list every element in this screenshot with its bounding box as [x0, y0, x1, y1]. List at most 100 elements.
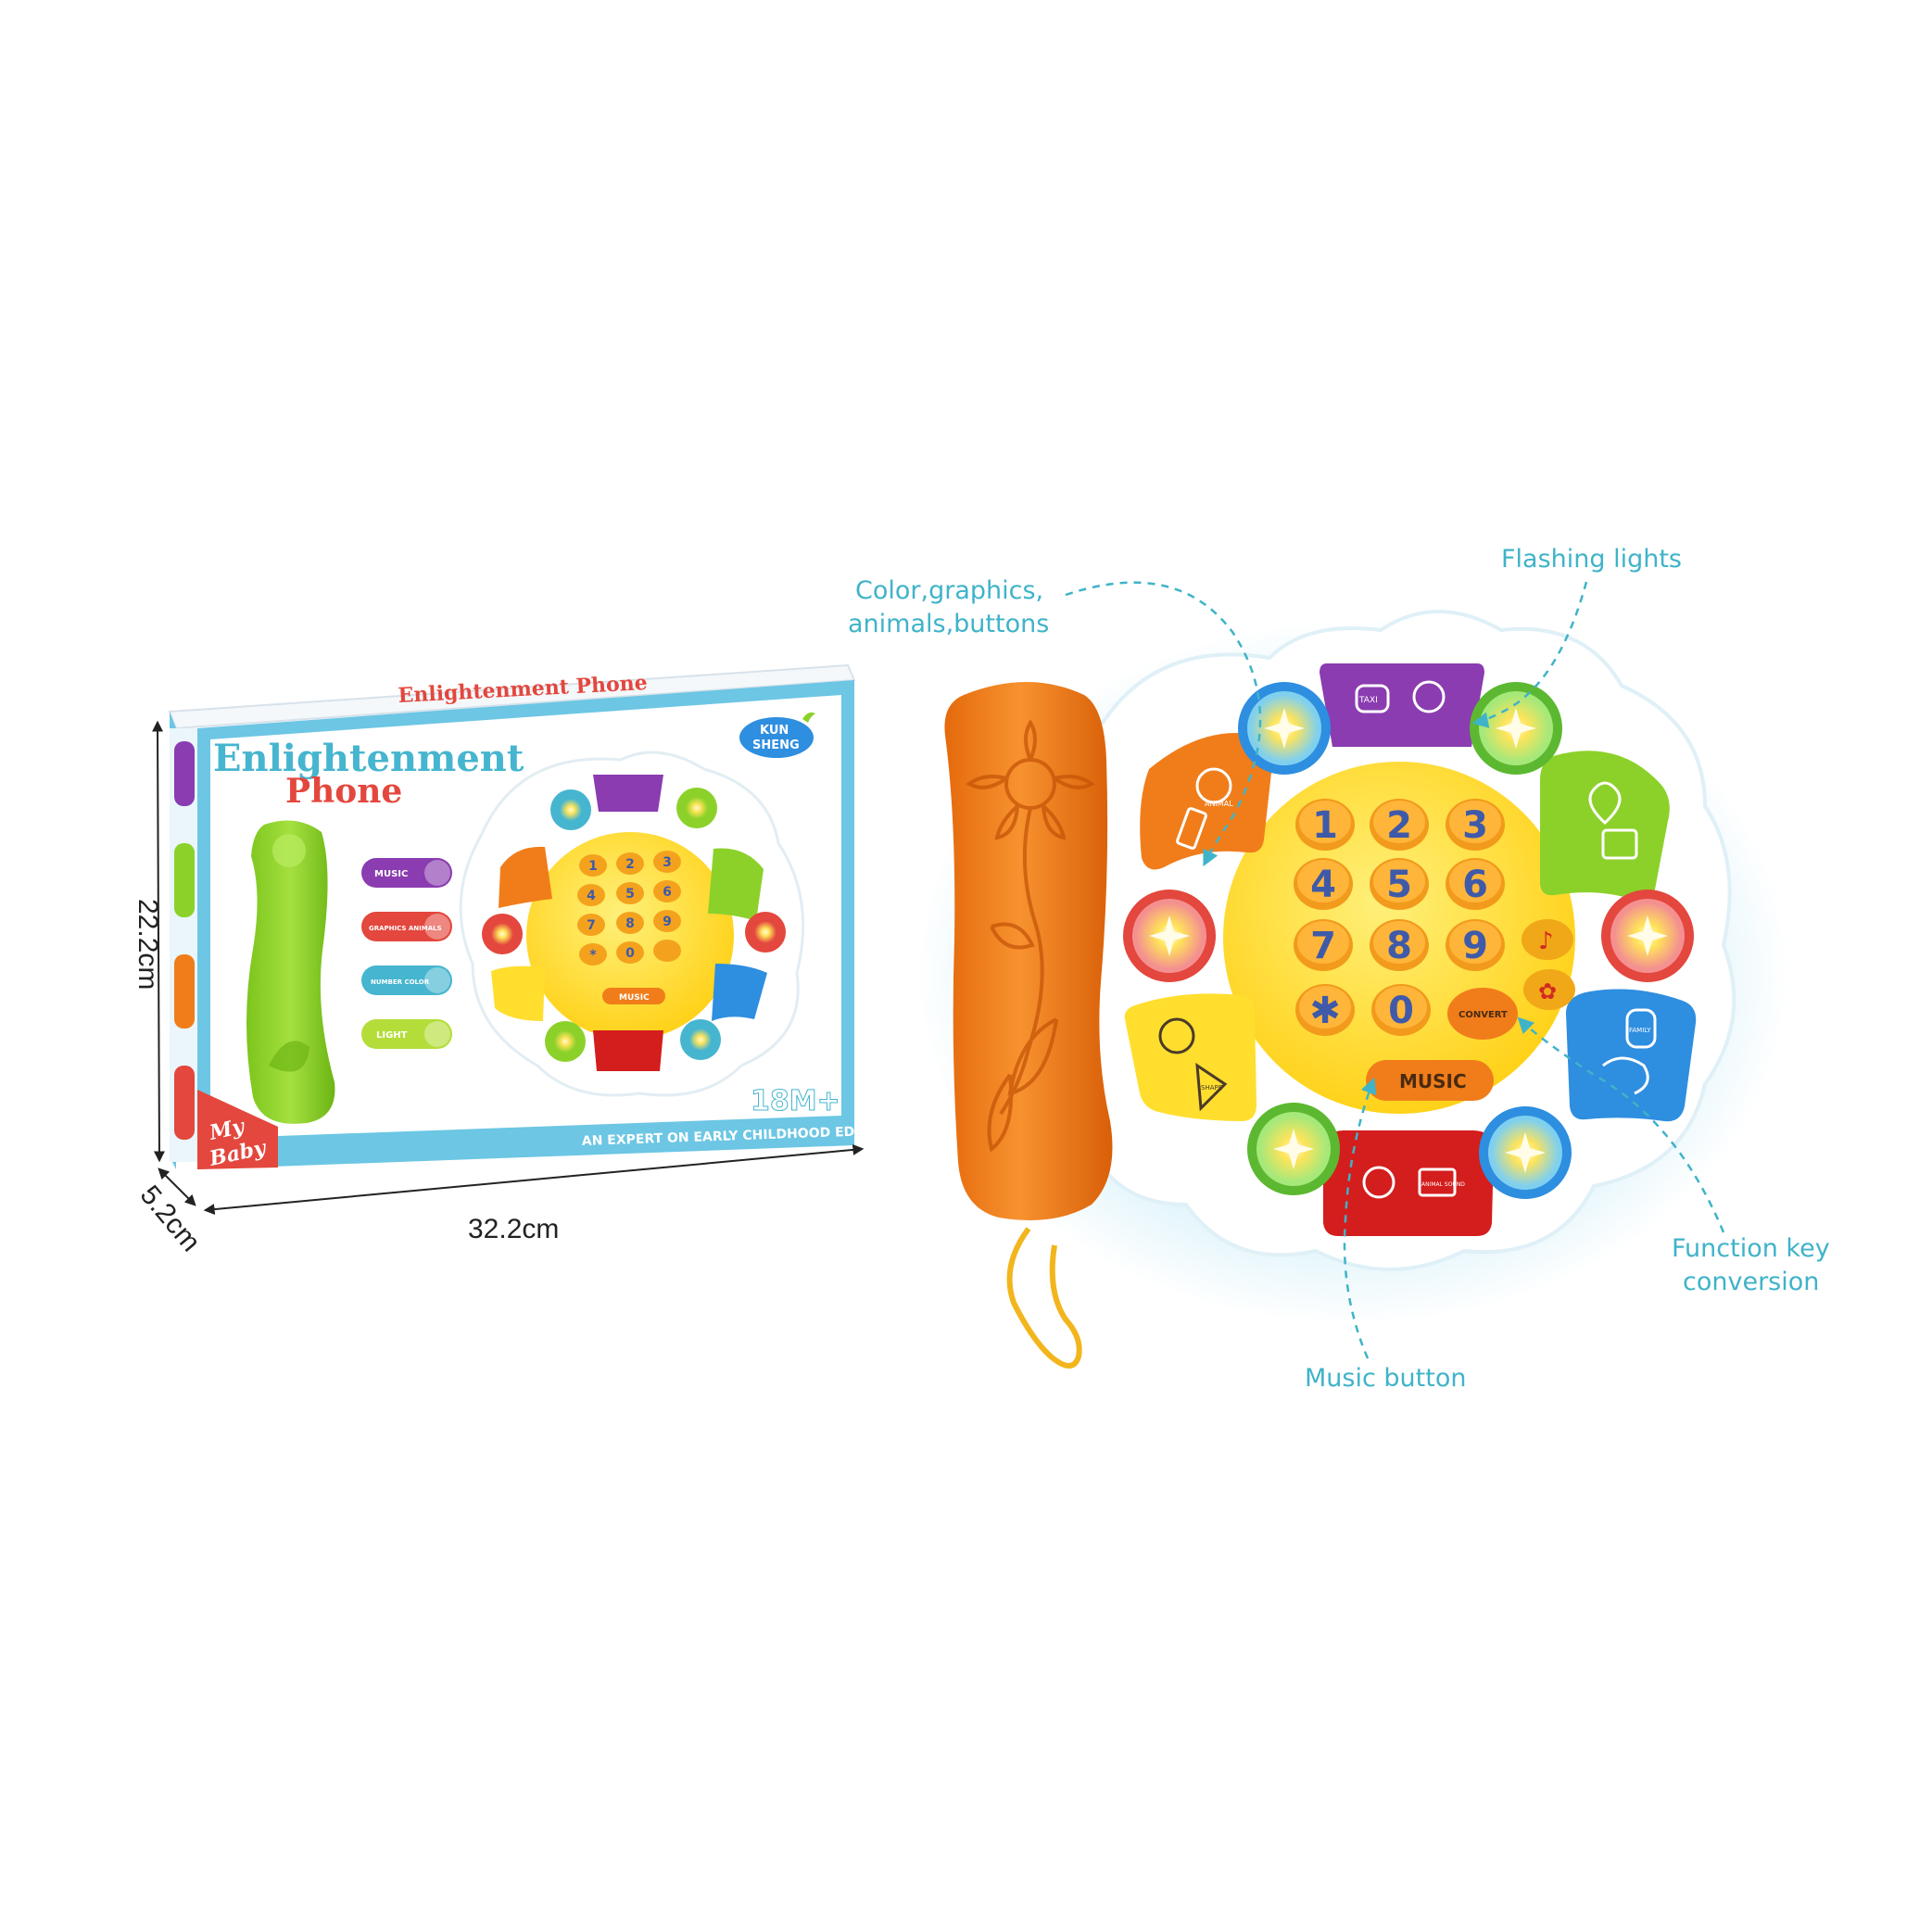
- box-mini-key-label: 7: [587, 918, 596, 933]
- box-mini-key: 4: [577, 884, 605, 906]
- callout-music-button: Music button: [1305, 1364, 1466, 1393]
- sparkle-light-icon: [1470, 682, 1562, 775]
- width-dimension-label: 32.2cm: [468, 1214, 559, 1244]
- sparkle-light-icon: [1247, 1103, 1340, 1195]
- sparkle-light-icon: [1123, 890, 1216, 982]
- blue-button-label: FAMILY: [1629, 1027, 1651, 1034]
- box-title-line2: Phone: [285, 772, 402, 811]
- box-mini-key-label: 1: [588, 859, 598, 874]
- music-key[interactable]: MUSIC: [1366, 1060, 1494, 1101]
- callout-color-graphics-arrow: [1065, 581, 1262, 867]
- key-4[interactable]: 4: [1294, 858, 1353, 910]
- key-star[interactable]: ✱: [1295, 984, 1355, 1036]
- box-handset: [246, 820, 335, 1124]
- key-9[interactable]: 9: [1446, 919, 1505, 971]
- box-mini-key-label: 3: [663, 855, 672, 870]
- height-dimension-line: [152, 720, 165, 1163]
- brand-line2: SHENG: [752, 738, 800, 752]
- height-dimension-label: 22.2cm: [133, 899, 163, 990]
- feature-pill-light: LIGHT: [361, 1019, 452, 1049]
- box-mini-key-label: *: [589, 948, 597, 963]
- box-mini-key: [653, 940, 681, 962]
- phone-product: TAXI ANIMAL SOUND ANIMAL SHAPE: [917, 610, 1788, 1369]
- petal-button-yellow[interactable]: SHAPE: [1124, 993, 1256, 1121]
- callout-music-button-arrow: [1343, 1077, 1377, 1359]
- key-label: 6: [1462, 864, 1488, 906]
- box-mini-key: 5: [616, 882, 644, 904]
- sparkle-light-icon: [1238, 682, 1331, 775]
- handset-cord: [1006, 1227, 1082, 1369]
- box-mini-key: 8: [616, 912, 644, 934]
- key-0[interactable]: 0: [1371, 984, 1431, 1036]
- box-mini-key: 3: [653, 851, 681, 873]
- music-note-icon: ♪: [1538, 928, 1554, 955]
- callout-flashing-lights: Flashing lights: [1501, 545, 1682, 574]
- callout-color-graphics-line2: animals,buttons: [848, 610, 1049, 638]
- flashing-lights: [1123, 682, 1694, 1199]
- key-label: 7: [1310, 925, 1336, 967]
- petal-button-green[interactable]: [1540, 751, 1670, 902]
- sparkle-light-icon: [1479, 1106, 1572, 1199]
- key-label: 5: [1386, 864, 1412, 906]
- box-feature-pills: MUSIC GRAPHICS ANIMALS NUMBER COLOR LIGH…: [361, 858, 452, 1049]
- feature-pill-graphics: GRAPHICS ANIMALS: [361, 912, 452, 941]
- key-2[interactable]: 2: [1370, 799, 1429, 851]
- key-1[interactable]: 1: [1295, 799, 1355, 851]
- key-label: 2: [1386, 804, 1412, 847]
- box-age-label: 18M+: [751, 1085, 840, 1117]
- box-mini-key-label: 8: [625, 916, 635, 931]
- brand-line1: KUN: [760, 724, 789, 738]
- orange-button-label: ANIMAL: [1205, 800, 1233, 808]
- song-key[interactable]: ♪: [1522, 919, 1573, 960]
- depth-dimension-line: [158, 1167, 196, 1206]
- box-spine-images: [174, 741, 195, 1140]
- box-mini-key-label: 2: [625, 857, 635, 872]
- box-mini-key-label: 5: [625, 887, 635, 902]
- box-mini-key: 1: [579, 854, 607, 877]
- music-key-label: MUSIC: [1399, 1070, 1467, 1092]
- key-label: 4: [1310, 864, 1336, 906]
- star-key[interactable]: ✿: [1523, 969, 1575, 1010]
- callout-flashing-lights-arrow: [1471, 581, 1588, 728]
- box-mini-key-label: 4: [587, 889, 596, 903]
- box-mini-key-label: 9: [663, 915, 672, 929]
- svg-text:NUMBER COLOR: NUMBER COLOR: [371, 978, 430, 986]
- box-mini-key: *: [579, 943, 607, 966]
- convert-key[interactable]: CONVERT: [1447, 988, 1518, 1040]
- box-mini-key-label: 0: [625, 946, 635, 961]
- svg-text:MUSIC: MUSIC: [374, 869, 408, 879]
- callout-color-graphics-line1: Color,graphics,: [855, 576, 1043, 605]
- orange-handset[interactable]: [944, 682, 1113, 1369]
- retail-box: Enlightenment Phone AN EXPERT ON EARLY C…: [168, 663, 919, 1171]
- star-icon: ✿: [1538, 978, 1557, 1004]
- svg-text:LIGHT: LIGHT: [376, 1030, 408, 1041]
- box-mini-key: 9: [653, 910, 681, 932]
- callout-function-key-arrow: [1517, 1016, 1725, 1233]
- flower-relief: [966, 719, 1095, 1153]
- box-phone-image: 1 2 3 4 5 6 7 8 9 * 0 MUSIC: [459, 751, 805, 1097]
- yellow-button-label: SHAPE: [1201, 1084, 1222, 1092]
- petal-button-orange[interactable]: ANIMAL: [1140, 732, 1274, 870]
- key-8[interactable]: 8: [1370, 919, 1429, 971]
- feature-pill-number: NUMBER COLOR: [361, 966, 452, 995]
- key-5[interactable]: 5: [1370, 858, 1429, 910]
- key-label: 8: [1386, 925, 1412, 967]
- width-dimension-line: [203, 1143, 865, 1216]
- key-3[interactable]: 3: [1446, 799, 1505, 851]
- callouts: Color,graphics, animals,buttons Flashing…: [848, 545, 1830, 1393]
- petal-button-blue[interactable]: FAMILY: [1566, 989, 1697, 1122]
- key-6[interactable]: 6: [1446, 858, 1505, 910]
- key-label: 1: [1312, 804, 1338, 847]
- callout-function-key-line2: conversion: [1683, 1268, 1819, 1296]
- key-label: 9: [1462, 925, 1488, 967]
- box-title-line1: Enlightenment: [213, 737, 524, 780]
- convert-key-label: CONVERT: [1458, 1010, 1508, 1020]
- box-music-key-label: MUSIC: [619, 993, 650, 1003]
- petal-button-red[interactable]: ANIMAL SOUND: [1323, 1130, 1494, 1236]
- svg-text:GRAPHICS ANIMALS: GRAPHICS ANIMALS: [369, 925, 442, 932]
- key-7[interactable]: 7: [1294, 919, 1353, 971]
- box-mini-key: 6: [653, 880, 681, 902]
- petal-button-purple[interactable]: TAXI: [1320, 663, 1484, 747]
